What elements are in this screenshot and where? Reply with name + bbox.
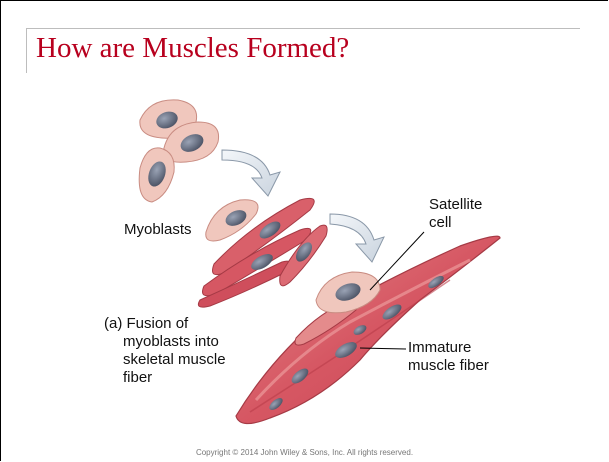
immature-fiber-label-line2: muscle fiber (408, 357, 489, 374)
myoblasts-label: Myoblasts (124, 221, 192, 238)
curved-arrow (222, 150, 280, 196)
caption-line-4: fiber (123, 369, 152, 386)
immature-muscle-fiber (236, 236, 500, 423)
satellite-cell-label-line2: cell (429, 214, 452, 231)
caption-line-1: (a) Fusion of (104, 315, 188, 332)
myoblast-cell (139, 148, 174, 202)
immature-fiber-label-line1: Immature (408, 339, 471, 356)
caption-line-2: myoblasts into (123, 333, 219, 350)
caption-line-3: skeletal muscle (123, 351, 226, 368)
curved-arrow (330, 214, 384, 262)
satellite-cell-label-line1: Satellite (429, 196, 482, 213)
fusing-myoblasts (198, 198, 327, 307)
copyright-footer: Copyright © 2014 John Wiley & Sons, Inc.… (0, 448, 609, 457)
